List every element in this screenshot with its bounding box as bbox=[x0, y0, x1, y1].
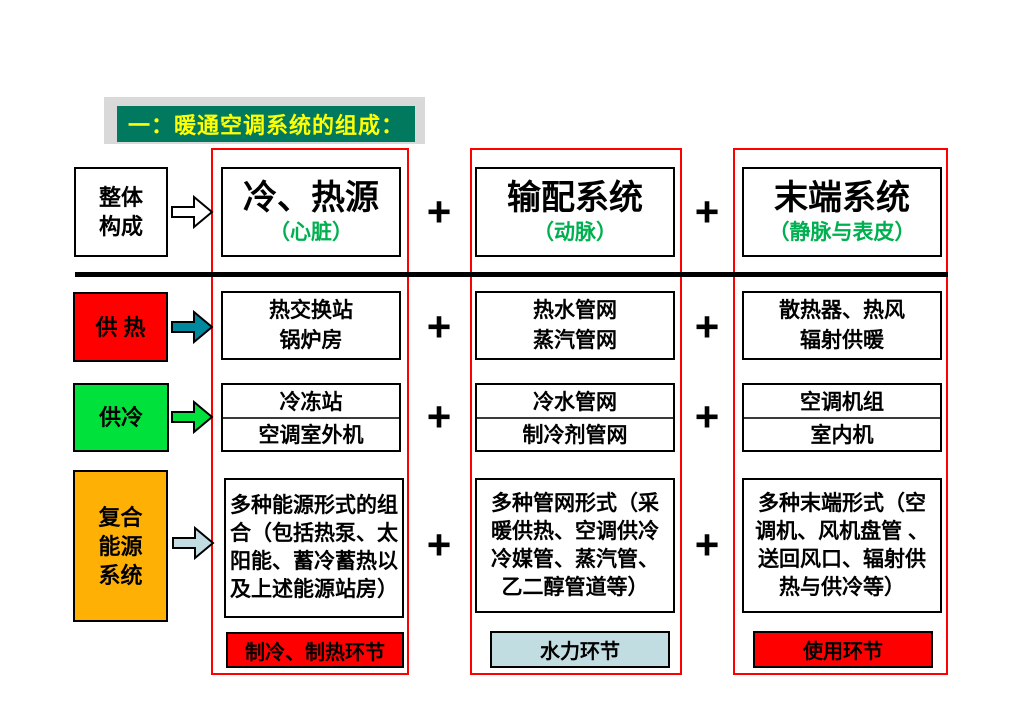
source-cooling-cell: 冷冻站 空调室外机 bbox=[221, 383, 401, 452]
page-title: 一：暖通空调系统的组成： bbox=[127, 113, 404, 138]
overall-composition-line1: 整体 bbox=[98, 185, 143, 210]
cell-line: 暖供热、空调供冷 bbox=[491, 519, 659, 543]
right-arrow-icon bbox=[171, 194, 214, 230]
source-header: 冷、热源 （心脏） bbox=[221, 167, 401, 257]
plus-sign: + bbox=[426, 303, 452, 350]
cell-line: 乙二醇管道等） bbox=[501, 575, 649, 599]
terminal-heating-cell: 散热器、热风 辐射供暖 bbox=[742, 291, 942, 360]
distribution-subtitle: （动脉） bbox=[533, 221, 617, 244]
overall-composition-line2: 构成 bbox=[98, 214, 143, 239]
source-heating-cell: 热交换站 锅炉房 bbox=[221, 291, 401, 360]
plus-sign: + bbox=[426, 188, 452, 235]
right-arrow-icon bbox=[171, 399, 214, 435]
plus-sign: + bbox=[694, 521, 720, 568]
hybrid-energy-line3: 系统 bbox=[98, 562, 143, 588]
terminal-cooling-cell: 空调机组 室内机 bbox=[742, 383, 942, 452]
footer-text: 水力环节 bbox=[540, 641, 620, 663]
cell-line: 送回风口、辐射供 bbox=[758, 547, 926, 571]
cell-line: 室内机 bbox=[744, 416, 940, 451]
footer-text: 使用环节 bbox=[803, 641, 883, 663]
right-arrow-icon bbox=[172, 525, 215, 561]
cell-line: 调机、风机盘管 、 bbox=[755, 519, 929, 543]
distribution-title: 输配系统 bbox=[507, 179, 643, 217]
terminal-title: 末端系统 bbox=[774, 179, 910, 217]
distribution-footer-label: 水力环节 bbox=[490, 631, 670, 668]
plus-sign: + bbox=[426, 521, 452, 568]
cell-line: 及上述能源站房） bbox=[230, 578, 398, 601]
plus-sign: + bbox=[694, 393, 720, 440]
cell-line: 多种管网形式（采 bbox=[491, 491, 659, 515]
cell-line: 冷水管网 bbox=[533, 390, 617, 414]
terminal-subtitle: （静脉与表皮） bbox=[768, 221, 916, 244]
distribution-hybrid-cell: 多种管网形式（采 暖供热、空调供冷 冷媒管、蒸汽管、 乙二醇管道等） bbox=[475, 478, 675, 613]
source-title: 冷、热源 bbox=[243, 179, 379, 217]
distribution-cooling-cell: 冷水管网 制冷剂管网 bbox=[475, 383, 675, 452]
source-hybrid-cell: 多种能源形式的组 合（包括热泵、太 阳能、蓄冷蓄热以 及上述能源站房） bbox=[224, 478, 404, 618]
terminal-hybrid-cell: 多种末端形式（空 调机、风机盘管 、 送回风口、辐射供 热与供冷等） bbox=[742, 478, 942, 613]
distribution-heating-cell: 热水管网 蒸汽管网 bbox=[475, 291, 675, 360]
cell-line: 锅炉房 bbox=[279, 328, 343, 352]
heating-box: 供 热 bbox=[73, 292, 168, 362]
source-subtitle: （心脏） bbox=[269, 221, 353, 244]
cell-line: 制冷剂管网 bbox=[477, 416, 673, 451]
section-divider-line bbox=[75, 272, 948, 277]
cooling-label: 供冷 bbox=[98, 405, 143, 430]
overall-composition-box: 整体 构成 bbox=[74, 167, 168, 257]
cell-line: 热交换站 bbox=[269, 298, 353, 322]
title-banner: 一：暖通空调系统的组成： bbox=[117, 106, 415, 142]
cell-line: 热与供冷等） bbox=[779, 575, 905, 599]
distribution-header: 输配系统 （动脉） bbox=[475, 167, 675, 257]
cell-line: 冷冻站 bbox=[279, 390, 343, 414]
cell-line: 蒸汽管网 bbox=[533, 328, 617, 352]
cell-line: 冷媒管、蒸汽管、 bbox=[491, 547, 659, 571]
cooling-box: 供冷 bbox=[73, 383, 169, 452]
cell-line: 辐射供暖 bbox=[800, 328, 884, 352]
terminal-header: 末端系统 （静脉与表皮） bbox=[742, 167, 942, 257]
source-footer-label: 制冷、制热环节 bbox=[226, 632, 404, 668]
right-arrow-icon bbox=[171, 309, 214, 345]
plus-sign: + bbox=[694, 303, 720, 350]
cell-line: 阳能、蓄冷蓄热以 bbox=[230, 550, 398, 573]
terminal-footer-label: 使用环节 bbox=[753, 631, 933, 668]
cell-line: 热水管网 bbox=[533, 298, 617, 322]
hybrid-energy-line2: 能源 bbox=[98, 533, 143, 559]
cell-line: 散热器、热风 bbox=[779, 298, 905, 322]
plus-sign: + bbox=[426, 393, 452, 440]
cell-line: 多种末端形式（空 bbox=[758, 491, 926, 515]
hybrid-energy-line1: 复合 bbox=[98, 504, 143, 530]
footer-text: 制冷、制热环节 bbox=[245, 641, 385, 664]
heating-label: 供 热 bbox=[95, 314, 146, 340]
cell-line: 空调室外机 bbox=[223, 416, 399, 451]
cell-line: 多种能源形式的组 bbox=[230, 494, 398, 517]
hybrid-energy-box: 复合 能源 系统 bbox=[73, 470, 168, 622]
cell-line: 空调机组 bbox=[800, 390, 884, 414]
plus-sign: + bbox=[694, 188, 720, 235]
cell-line: 合（包括热泵、太 bbox=[230, 522, 398, 545]
